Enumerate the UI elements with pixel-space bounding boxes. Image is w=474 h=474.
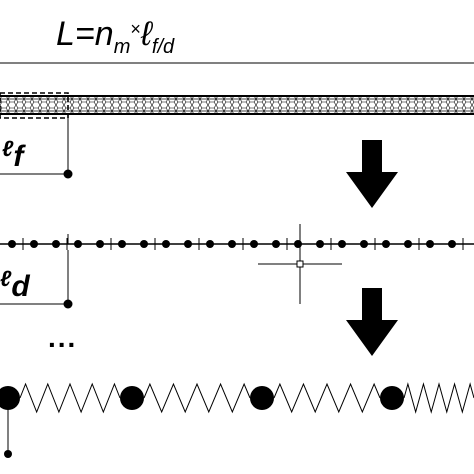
bead (360, 240, 368, 248)
bead (404, 240, 412, 248)
bead (316, 240, 324, 248)
spring (19, 382, 121, 414)
mass-node (0, 386, 20, 410)
bottom-marker (4, 398, 12, 458)
bead (162, 240, 170, 248)
spring (403, 382, 474, 414)
bead-chain (0, 234, 474, 250)
mass-node (120, 386, 144, 410)
eq-n-sub: m (113, 36, 131, 58)
bead (426, 240, 434, 248)
eq-times: × (130, 19, 141, 39)
bead (96, 240, 104, 248)
fiber-tube (0, 95, 474, 115)
bead (448, 240, 456, 248)
length-equation: L=nm×ℓf/d (56, 14, 174, 58)
down-arrow-icon (346, 140, 398, 208)
bead (250, 240, 258, 248)
fiber-length-label: ℓf (2, 136, 24, 174)
discrete-dimension (0, 250, 73, 309)
fiber-segment-box (0, 92, 69, 119)
crosshair-icon (258, 224, 342, 304)
bead (338, 240, 346, 248)
spring (273, 382, 381, 414)
discrete-sub: d (11, 270, 30, 303)
mass-node (250, 386, 274, 410)
eq-lhs: L (56, 15, 75, 53)
discrete-length-label: ℓd (0, 266, 30, 304)
eq-ell: ℓ (140, 15, 152, 53)
bead (272, 240, 280, 248)
bead (382, 240, 390, 248)
bead (294, 240, 302, 248)
bead (206, 240, 214, 248)
fiber-sub: f (13, 140, 24, 173)
spring-chain (0, 382, 474, 414)
bead (184, 240, 192, 248)
bead (52, 240, 60, 248)
down-arrow-icon (346, 288, 398, 356)
bead (228, 240, 236, 248)
bead (118, 240, 126, 248)
spring (143, 382, 251, 414)
bead (74, 240, 82, 248)
bead (30, 240, 38, 248)
mass-node (380, 386, 404, 410)
eq-n: n (94, 15, 114, 53)
ellipsis-text: ... (48, 322, 78, 353)
eq-ell-sub: f/d (151, 36, 175, 58)
bead (140, 240, 148, 248)
bead (8, 240, 16, 248)
eq-equals: = (74, 15, 95, 53)
fiber-ell: ℓ (2, 136, 14, 161)
fiber-dimension (0, 118, 73, 179)
discrete-ell: ℓ (0, 266, 12, 291)
